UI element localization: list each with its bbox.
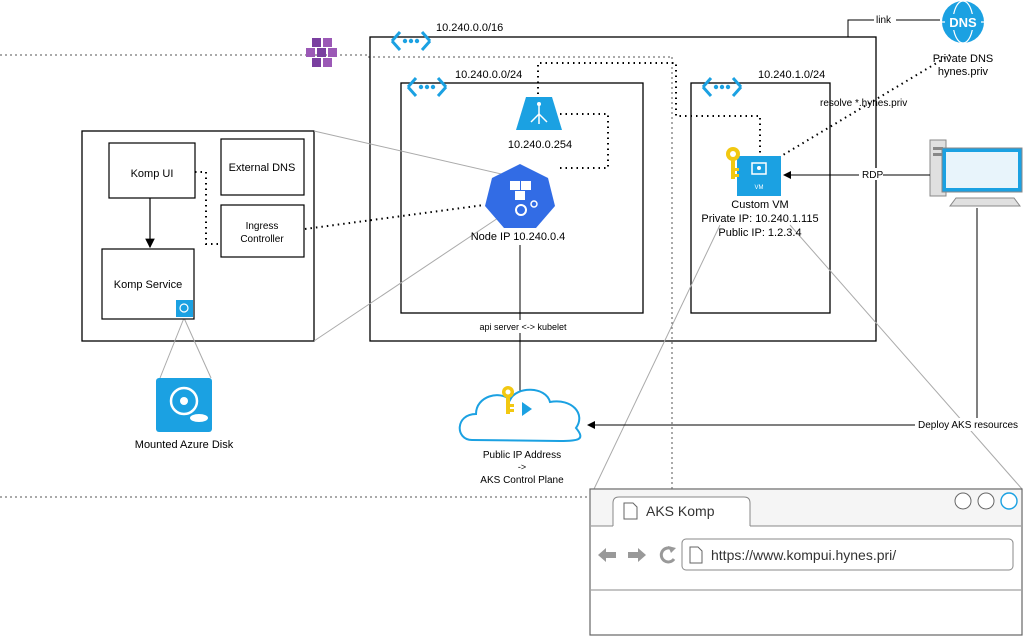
url-page-icon — [689, 546, 703, 564]
azure-disk-icon — [156, 378, 212, 432]
public-ip-key-icon — [502, 386, 532, 416]
vm-subnet-box — [690, 82, 831, 314]
ingress-line1: Ingress — [246, 221, 279, 232]
api-label: api server <-> kubelet — [479, 322, 567, 332]
vnet-cidr: 10.240.0.0/16 — [436, 22, 503, 34]
back-arrow-icon[interactable] — [598, 548, 616, 562]
external-dns-box — [220, 138, 305, 196]
komp-ui-box — [108, 142, 196, 199]
load-balancer-icon — [516, 97, 562, 130]
resolve-label: resolve *.hynes.priv — [820, 98, 907, 109]
vm-key-icon — [726, 147, 740, 179]
ingress-controller-box — [220, 204, 305, 258]
cluster-detail-box — [81, 130, 315, 342]
url-text[interactable]: https://www.kompui.hynes.pri/ — [711, 547, 896, 563]
disk-label: Mounted Azure Disk — [135, 439, 234, 451]
workstation-icon — [929, 139, 1023, 207]
vm-subnet-cidr: 10.240.1.0/24 — [758, 69, 825, 81]
public-ip-line1: Public IP Address — [483, 450, 561, 461]
private-dns-icon — [942, 0, 984, 44]
link-label: link — [876, 15, 892, 26]
private-dns-title: Private DNS — [933, 53, 994, 65]
url-bar[interactable] — [681, 538, 1014, 571]
aks-subnet-cidr: 10.240.0.0/24 — [455, 69, 522, 81]
external-dns-label: External DNS — [229, 162, 296, 174]
kubernetes-icon — [485, 164, 555, 228]
browser-tab-title[interactable]: AKS Komp — [646, 503, 715, 519]
aks-subnet-icon — [406, 77, 448, 97]
reload-icon[interactable] — [659, 546, 676, 564]
public-ip-line2: -> — [518, 462, 526, 472]
dns-icon-text: DNS — [949, 15, 977, 30]
komp-ui-label: Komp UI — [131, 168, 174, 180]
aks-subnet-box — [400, 82, 644, 314]
vnet-box — [369, 36, 877, 342]
vm-icon — [737, 156, 781, 196]
deploy-label: Deploy AKS resources — [918, 420, 1018, 431]
ingress-line2: Controller — [240, 234, 284, 245]
rdp-label: RDP — [862, 170, 883, 181]
private-dns-zone: hynes.priv — [938, 66, 989, 78]
resource-group-icon — [306, 38, 337, 67]
window-controls — [954, 492, 1018, 510]
load-balancer-ip: 10.240.0.254 — [508, 139, 572, 151]
service-disk-icon — [176, 300, 193, 317]
node-ip: Node IP 10.240.0.4 — [471, 231, 566, 243]
vm-private-ip: Private IP: 10.240.1.115 — [701, 213, 818, 225]
vm-public-ip: Public IP: 1.2.3.4 — [718, 227, 801, 239]
vm-subnet-icon — [701, 77, 743, 97]
vnet-icon — [390, 31, 432, 51]
forward-arrow-icon[interactable] — [628, 548, 646, 562]
vm-badge: VM — [755, 185, 764, 191]
vm-name: Custom VM — [731, 199, 788, 211]
public-ip-cloud-icon — [458, 388, 582, 443]
public-ip-line3: AKS Control Plane — [480, 475, 564, 486]
komp-service-label: Komp Service — [114, 279, 182, 291]
tab-page-icon — [623, 502, 638, 520]
